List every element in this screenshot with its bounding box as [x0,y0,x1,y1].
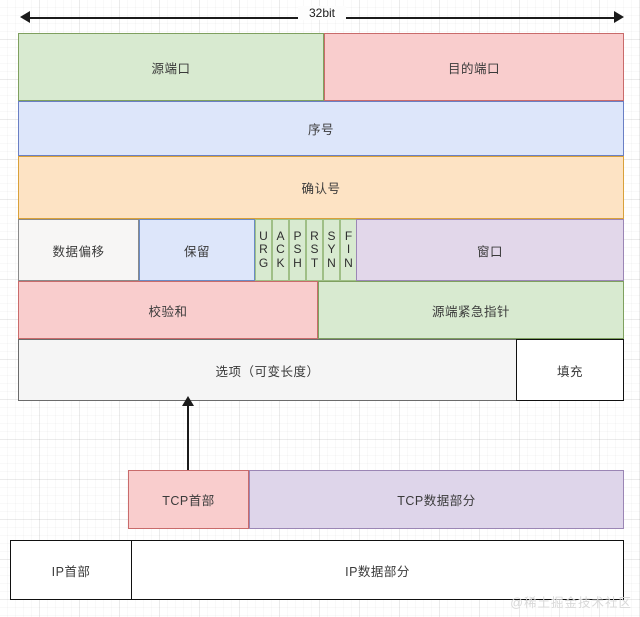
block-tcp-header-label: TCP首部 [162,494,215,508]
field-data-offset: 数据偏移 [18,219,139,281]
field-sequence-number: 序号 [18,101,624,156]
flag-ack: A C K [272,219,289,281]
flag-syn-letter-2: Y [327,242,336,257]
flag-psh-letter-2: S [293,242,302,257]
flag-urg-letter-1: U [259,228,268,243]
flag-rst-letter-2: S [310,242,319,257]
flag-ack-letter-1: A [276,228,285,243]
block-ip-data: IP数据部分 [131,540,624,600]
flag-rst-letter-3: T [310,255,319,270]
flag-urg: U R G [255,219,272,281]
block-tcp-header: TCP首部 [128,470,249,529]
field-destination-port: 目的端口 [324,33,624,101]
field-data-offset-label: 数据偏移 [52,244,105,259]
field-sequence-number-label: 序号 [307,123,334,137]
field-acknowledgement-number: 确认号 [18,156,624,219]
field-urgent-pointer-label: 源端紧急指针 [431,304,510,319]
block-tcp-data-label: TCP数据部分 [397,494,476,508]
measure-label: 32bit [298,6,346,20]
measure-arrow-right-head [614,11,624,23]
flag-urg-letter-3: G [258,255,269,270]
block-ip-header-label: IP首部 [51,564,91,579]
connector-arrow [180,396,196,472]
flag-rst-letter-1: R [310,228,319,243]
block-ip-header: IP首部 [10,540,132,600]
width-measure-arrow: 32bit [20,4,624,32]
flag-psh: P S H [289,219,306,281]
flag-ack-letter-2: C [276,242,285,257]
field-reserved: 保留 [139,219,255,281]
measure-arrow-left-head [20,11,30,23]
field-reserved-label: 保留 [183,244,210,259]
field-padding-label: 填充 [556,364,583,379]
flag-psh-letter-3: H [293,255,302,270]
field-padding: 填充 [516,339,624,401]
watermark: @稀土掘金技术社区 [510,596,632,610]
field-acknowledgement-number-label: 确认号 [301,182,341,196]
field-source-port: 源端口 [18,33,324,101]
block-tcp-data: TCP数据部分 [249,470,624,529]
flag-syn-letter-3: N [327,255,336,270]
connector-arrow-shaft [187,404,189,472]
flag-psh-letter-1: P [293,228,302,243]
field-options: 选项（可变长度） [18,339,517,401]
flag-ack-letter-3: K [276,255,285,270]
flag-rst: R S T [306,219,323,281]
flag-fin-letter-2: I [346,242,351,257]
field-source-port-label: 源端口 [151,61,191,76]
block-ip-data-label: IP数据部分 [345,564,410,579]
flag-fin-letter-3: N [344,255,353,270]
field-checksum-label: 校验和 [148,304,188,319]
flag-urg-letter-2: R [259,242,268,257]
flag-fin: F I N [340,219,357,281]
field-destination-port-label: 目的端口 [447,61,500,76]
flag-syn-letter-1: S [327,228,336,243]
flag-syn: S Y N [323,219,340,281]
field-window: 窗口 [356,219,624,281]
field-window-label: 窗口 [476,244,503,259]
field-options-label: 选项（可变长度） [215,364,320,379]
connector-arrow-head [181,396,194,406]
flag-fin-letter-1: F [344,228,353,243]
field-checksum: 校验和 [18,281,318,339]
field-urgent-pointer: 源端紧急指针 [318,281,624,339]
